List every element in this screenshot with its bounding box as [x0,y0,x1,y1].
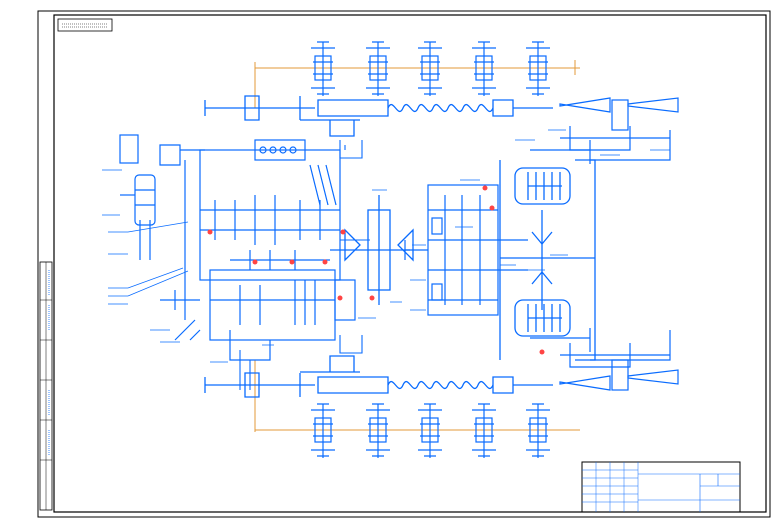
sprocket-bottom-5 [526,403,550,458]
sprocket-top-1 [311,41,335,96]
leader-labels [102,129,670,363]
sprocket-top-5 [526,41,550,96]
sprocket-top-4 [472,41,496,96]
upper-track-drive [204,95,553,137]
right-final-drive-bottom [530,328,679,391]
sprocket-bottom-1 [311,403,335,458]
lower-track-drive [204,355,553,398]
sprocket-bottom-3 [418,403,442,458]
central-gearbox [404,184,528,316]
right-frame [499,159,596,361]
bottom-sprocket-row [311,403,550,458]
axis-lines [254,60,580,432]
sprocket-top-3 [418,41,442,96]
sprocket-bottom-2 [366,403,390,458]
corner-stamp [57,18,113,32]
main-transmission [199,139,341,281]
input-assembly [119,134,205,341]
top-sprocket-row [311,41,550,96]
bevel-gear-center [330,195,414,305]
sprocket-top-2 [366,41,390,96]
left-margin-strip [39,261,53,511]
sheet-border-inner [53,14,767,513]
title-block [581,461,741,513]
sprocket-bottom-4 [472,403,496,458]
gear-train-lower [209,269,356,361]
differential-cross [531,210,553,310]
brake-band-upper [514,167,571,205]
reference-markers [207,185,545,355]
connector-shafts [230,140,370,390]
sheet-border-outer [37,10,771,518]
